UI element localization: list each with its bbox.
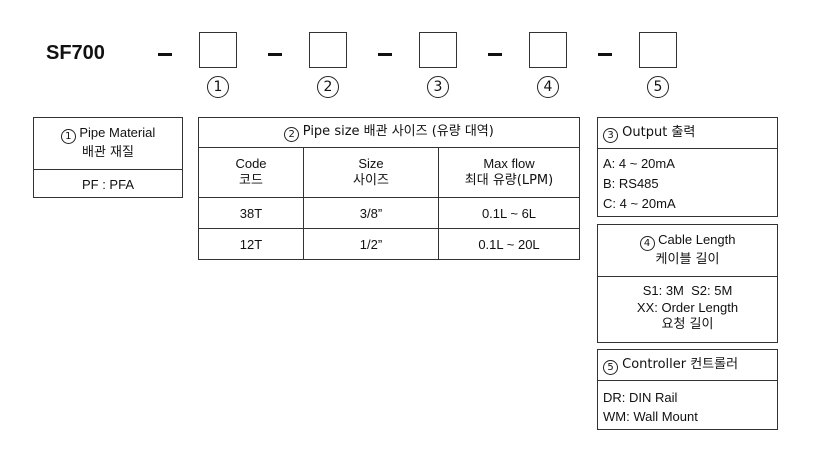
cable-length-header: 4 Cable Length 케이블 길이: [598, 225, 777, 277]
column-code-ko: 코드: [239, 173, 263, 188]
column-size-ko: 사이즈: [353, 173, 389, 188]
column-max-flow-en: Max flow: [483, 156, 535, 171]
pipe-material-title-en: Pipe Material: [79, 125, 156, 140]
cell-code: 38T: [198, 197, 304, 229]
table-row: 12T 1/2” 0.1L ~ 20L: [198, 228, 580, 260]
pipe-size-table: 2 Pipe size 배관 사이즈 (유량 대역) Code 코드 Size …: [198, 117, 580, 260]
cell-code: 12T: [198, 228, 304, 260]
output-option-a: A: 4 ~ 20mA: [603, 156, 675, 171]
output-header: 3 Output 출력: [598, 118, 777, 149]
cell-max-flow: 0.1L ~ 6L: [438, 197, 580, 229]
cell-size: 1/2”: [303, 228, 439, 260]
cable-length-title-ko: 케이블 길이: [655, 252, 720, 267]
option-slot-2: [309, 32, 347, 68]
pipe-size-marker: 2: [284, 127, 300, 142]
cable-length-title-en: Cable Length: [658, 232, 736, 247]
output-marker: 3: [603, 128, 618, 143]
column-code-en: Code: [235, 156, 267, 171]
cable-length-order-ko: 요청 길이: [661, 317, 714, 332]
cell-max-flow: 0.1L ~ 20L: [438, 228, 580, 260]
column-size-en: Size: [358, 156, 384, 171]
pipe-material-header: 1 Pipe Material 배관 재질: [34, 118, 182, 170]
pipe-material-title-ko: 배관 재질: [82, 145, 134, 160]
option-slot-4: [529, 32, 567, 68]
pipe-material-marker: 1: [60, 129, 76, 144]
position-marker-1: 1: [207, 76, 229, 98]
column-header-code: Code 코드: [198, 147, 304, 198]
cell-size: 3/8”: [303, 197, 439, 229]
output-box: 3 Output 출력 A: 4 ~ 20mA B: RS485 C: 4 ~ …: [597, 117, 778, 217]
pipe-material-box: 1 Pipe Material 배관 재질 PF : PFA: [33, 117, 183, 198]
table-row: 38T 3/8” 0.1L ~ 6L: [198, 197, 580, 229]
pipe-material-row: PF : PFA: [81, 177, 134, 192]
output-title: Output 출력: [622, 125, 696, 140]
position-marker-5: 5: [647, 76, 669, 98]
output-option-c: C: 4 ~ 20mA: [603, 196, 676, 211]
position-marker-4: 4: [537, 76, 559, 98]
controller-option-dr: DR: DIN Rail: [603, 390, 678, 405]
cable-length-marker: 4: [639, 236, 655, 251]
controller-box: 5 Controller 컨트롤러 DR: DIN Rail WM: Wall …: [597, 349, 778, 430]
position-marker-2: 2: [317, 76, 339, 98]
separator-dash-5: [598, 53, 612, 56]
cable-length-box: 4 Cable Length 케이블 길이 S1: 3M S2: 5M XX: …: [597, 224, 778, 343]
model-code: SF700: [46, 42, 105, 64]
output-option-b: B: RS485: [603, 176, 659, 191]
separator-dash-3: [378, 53, 392, 56]
position-marker-3: 3: [427, 76, 449, 98]
column-header-size: Size 사이즈: [303, 147, 439, 198]
controller-marker: 5: [603, 360, 618, 375]
separator-dash-1: [158, 53, 172, 56]
option-slot-3: [419, 32, 457, 68]
column-header-max-flow: Max flow 최대 유량(LPM): [438, 147, 580, 198]
separator-dash-4: [488, 53, 502, 56]
column-max-flow-ko: 최대 유량(LPM): [464, 173, 554, 188]
pipe-size-title: Pipe size 배관 사이즈 (유량 대역): [302, 124, 494, 139]
cable-length-options: S1: 3M S2: 5M: [642, 283, 733, 298]
cable-length-order: XX: Order Length: [636, 300, 739, 315]
pipe-size-header: 2 Pipe size 배관 사이즈 (유량 대역): [198, 117, 580, 148]
option-slot-1: [199, 32, 237, 68]
controller-header: 5 Controller 컨트롤러: [598, 350, 777, 381]
option-slot-5: [639, 32, 677, 68]
controller-title: Controller 컨트롤러: [622, 357, 739, 372]
controller-option-wm: WM: Wall Mount: [603, 409, 698, 424]
separator-dash-2: [268, 53, 282, 56]
